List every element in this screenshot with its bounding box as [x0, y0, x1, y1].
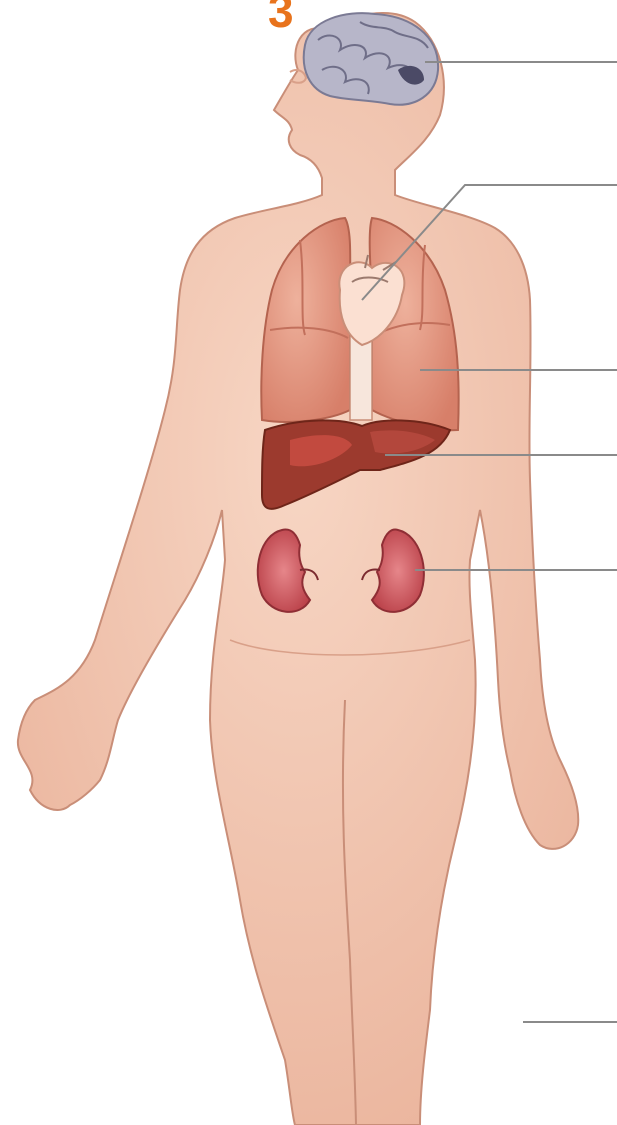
brain [304, 13, 438, 105]
